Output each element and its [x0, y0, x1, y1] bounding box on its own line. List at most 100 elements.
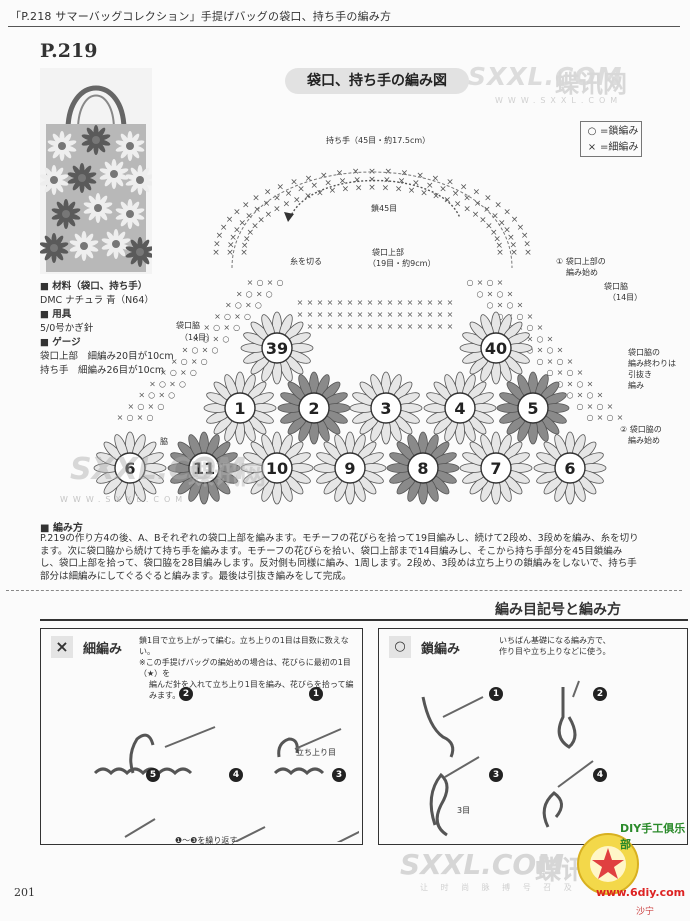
stitch-mark: × [263, 199, 271, 209]
stitch-mark: × [524, 248, 532, 258]
stitch-mark: × [473, 188, 481, 198]
stitch-mark: ○ [577, 379, 584, 388]
photo-flower [81, 125, 111, 155]
stitch-mark: ○ [527, 323, 534, 332]
stitch-mark: × [242, 200, 250, 210]
sc-name: 細編み [83, 642, 123, 657]
stitch-mark: × [236, 289, 243, 298]
chain45-arc [289, 179, 461, 219]
stitch-mark: × [307, 322, 314, 331]
stitch-mark: × [447, 310, 454, 319]
stitch-mark: × [355, 183, 363, 193]
stitch-mark: ○ [170, 368, 177, 377]
stitch-mark: × [240, 248, 248, 258]
stitch-mark: × [243, 234, 251, 244]
repeat-label: ❶〜❸を繰り返す [175, 836, 238, 845]
stitch-mark: × [427, 322, 434, 331]
stitch-mark: × [226, 248, 234, 258]
stitch-mark: × [160, 368, 167, 377]
stitch-mark: × [347, 310, 354, 319]
motif-number: 10 [266, 459, 288, 478]
stitch-mark: × [256, 289, 263, 298]
stitch-mark: ○ [557, 379, 564, 388]
photo-flower [125, 165, 152, 195]
stitch-mark: × [427, 310, 434, 319]
stitch-mark: × [509, 240, 517, 250]
opening-top-label: 袋口上部 [372, 247, 404, 257]
stitch-mark: × [463, 205, 471, 215]
motif-number: 8 [417, 459, 428, 478]
stitch-mark: × [225, 301, 232, 310]
stitch-mark: × [416, 171, 424, 181]
motif-flower: 4 [423, 371, 497, 445]
stitch-mark: × [557, 346, 564, 355]
sc-illustration [93, 726, 359, 842]
header-divider [8, 26, 680, 27]
stitch-mark: ○ [157, 402, 164, 411]
chain-name: 鎖編み [421, 642, 461, 657]
watermark-sxxl-mid: SXXL.COM [70, 452, 246, 487]
stitch-mark: ○ [517, 312, 524, 321]
stitch-mark: × [407, 298, 414, 307]
stitch-mark: × [521, 231, 529, 241]
chain-instruction-box: ○ 鎖編み いちばん基礎になる編み方で、 作り目や立ち上りなどに使う。 1 2 … [378, 628, 688, 845]
photo-flower [99, 159, 129, 189]
step-3-badge: 3 [332, 768, 346, 782]
stitch-mark: × [527, 334, 534, 343]
stitch-mark: × [226, 215, 234, 225]
stitch-mark: × [192, 334, 199, 343]
watermark-sxxl-mid-cn: 蝶讯网 [188, 461, 267, 491]
sc-instruction-box: × 細編み 鎖1目で立ち上がって編む。立ち上りの1目は目数に数えない。 ※この手… [40, 628, 363, 845]
stitch-mark: × [587, 379, 594, 388]
legend-sc: ×=細編み [584, 140, 641, 156]
stitch-mark: × [437, 322, 444, 331]
stitch-mark: × [265, 210, 273, 220]
stitch-mark: × [233, 225, 241, 235]
gauge-title: ゲージ [52, 337, 81, 348]
stitch-mark: × [523, 240, 531, 250]
stitch-mark: × [310, 181, 318, 191]
stitch-mark: ○ [497, 312, 504, 321]
stitch-mark: × [437, 310, 444, 319]
start-top-label-2: 編み始め [566, 267, 598, 277]
stitch-mark: × [417, 322, 424, 331]
gauge-1: 袋口上部 細編み20目が10cm [40, 351, 174, 362]
stitch-mark: ○ [477, 289, 484, 298]
three-chain-label: 3目 [457, 806, 471, 815]
stitch-mark: × [216, 231, 224, 241]
stitch-mark: × [484, 194, 492, 204]
stitch-mark: × [479, 216, 487, 226]
diagram-title: 袋口、持ち手の編み図 [285, 68, 469, 94]
stitch-mark: ○ [277, 278, 284, 287]
motif-number: 39 [266, 339, 288, 358]
stitch-mark: × [503, 207, 511, 217]
stitch-mark: × [305, 174, 313, 184]
motif-flower: 2 [277, 371, 351, 445]
legend-chain: ○=鎖編み [584, 124, 641, 140]
side-left-count: （14目） [180, 333, 214, 342]
stitch-mark: ○ [190, 368, 197, 377]
stitch-mark: × [397, 322, 404, 331]
stitch-mark: × [426, 181, 434, 191]
motif-number: 40 [485, 339, 507, 358]
stitch-mark: × [347, 298, 354, 307]
stitch-mark: × [537, 346, 544, 355]
motif-number: 7 [490, 459, 501, 478]
stitch-mark: ○ [497, 289, 504, 298]
start-side-label-1: ② 袋口脇の [620, 424, 662, 434]
stitch-mark: × [182, 346, 189, 355]
motif-number: 3 [380, 399, 391, 418]
rise-label: 立ち上り目 [296, 748, 336, 757]
stitch-mark: × [327, 322, 334, 331]
cross-symbol-icon: × [51, 636, 73, 658]
stitch-mark: ○ [587, 413, 594, 422]
stitch-mark: ○ [467, 278, 474, 287]
stitch-mark: × [497, 278, 504, 287]
stitch-mark: × [253, 205, 261, 215]
stitch-mark: × [507, 289, 514, 298]
stitch-mark: ○ [181, 357, 188, 366]
stitch-mark: ○ [222, 334, 229, 343]
stitch-mark: × [320, 171, 328, 181]
stitch-mark: × [487, 289, 494, 298]
stitch-mark: × [494, 200, 502, 210]
